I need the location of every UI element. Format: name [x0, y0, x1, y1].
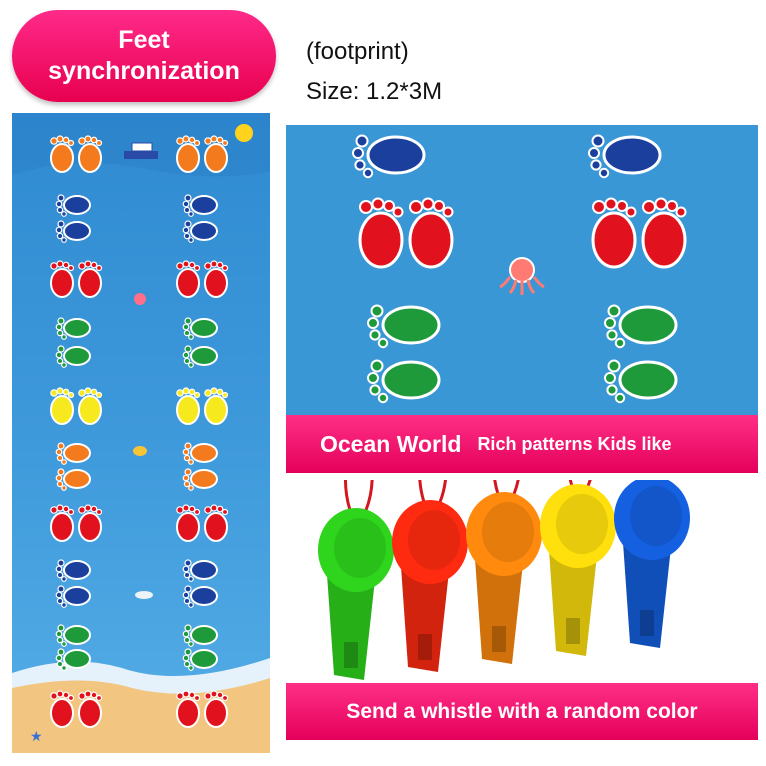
- ocean-world-panel: Ocean World Rich patterns Kids like: [286, 125, 758, 473]
- badge-line-1: Feet: [118, 26, 170, 54]
- whistle-2: [392, 441, 468, 672]
- ocean-world-title: Ocean World: [320, 430, 462, 457]
- info-size: Size: 1.2*3M: [306, 78, 443, 105]
- whistles-image: [286, 417, 758, 680]
- whistle-3: [466, 433, 542, 664]
- whistles-drawing: [318, 417, 690, 680]
- play-mat-image: ★: [12, 113, 270, 753]
- badge-line-2: synchronization: [48, 57, 240, 85]
- svg-text:★: ★: [30, 729, 43, 745]
- product-info: (footprint) Size: 1.2*3M: [306, 32, 442, 112]
- whistle-1: [318, 449, 394, 680]
- whistle-banner: Send a whistle with a random color: [286, 683, 758, 740]
- ocean-closeup-image: [286, 125, 758, 415]
- whistle-4: [540, 425, 616, 656]
- ocean-world-subtitle: Rich patterns Kids like: [477, 433, 672, 454]
- whistle-caption: Send a whistle with a random color: [346, 699, 698, 723]
- ocean-world-banner: Ocean World Rich patterns Kids like: [286, 415, 758, 473]
- info-footprint: (footprint): [306, 38, 409, 65]
- feature-badge: Feet synchronization: [12, 10, 276, 102]
- whistle-5: [614, 417, 690, 648]
